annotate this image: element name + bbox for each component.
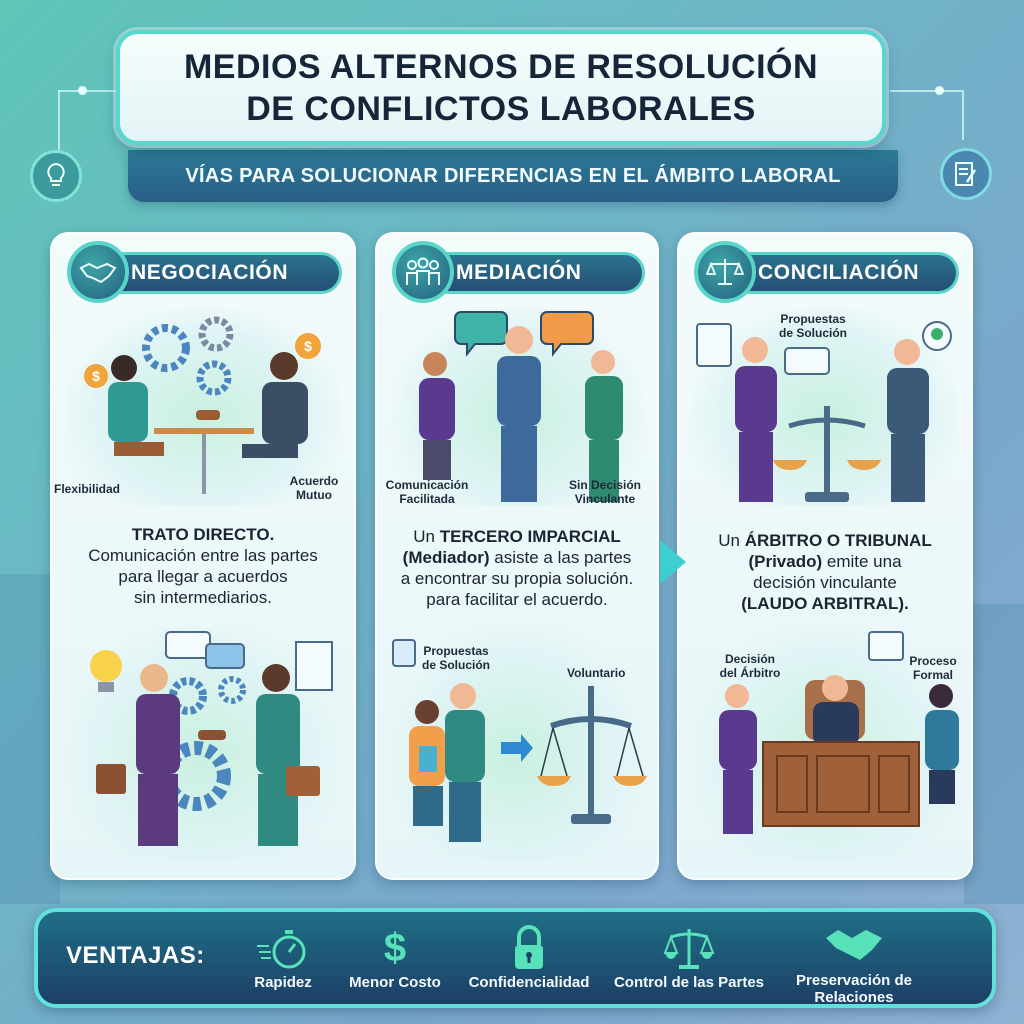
desc-bold: (Mediador) (402, 548, 490, 567)
label-acuerdo-mutuo: Acuerdo Mutuo (289, 474, 339, 502)
negotiation-illustration: $ $ (66, 306, 340, 506)
label-flexibilidad: Flexibilidad (54, 482, 121, 496)
section-header-negociacion: NEGOCIACIÓN (67, 241, 342, 303)
scales-icon (694, 241, 756, 303)
desc-bold: ÁRBITRO O TRIBUNAL (744, 531, 932, 550)
desc-bold: (Privado) (748, 552, 823, 571)
desc-text: emite una (822, 552, 902, 571)
document-edit-icon (940, 148, 992, 200)
svg-text:$: $ (304, 338, 312, 354)
desc-line: para llegar a acuerdos (118, 567, 288, 586)
arbitration-illustration (693, 626, 959, 862)
advantage-label: Preservación de Relaciones (796, 972, 912, 1006)
scales-icon (604, 922, 774, 974)
handshake-icon (67, 241, 129, 303)
group-people-icon (392, 241, 454, 303)
section-header-mediacion: MEDIACIÓN (392, 241, 645, 303)
connector-line (58, 90, 118, 92)
desc-text: Un (413, 527, 440, 546)
advantage-confidencialidad: Confidencialidad (454, 922, 604, 991)
subtitle-banner: VÍAS PARA SOLUCIONAR DIFERENCIAS EN EL Á… (128, 150, 898, 202)
lock-icon (454, 922, 604, 974)
section-description: TRATO DIRECTO. Comunicación entre las pa… (62, 524, 344, 608)
connector-dot (78, 86, 87, 95)
svg-text:$: $ (92, 368, 100, 384)
label-proceso-formal: Proceso Formal (909, 654, 957, 682)
connector-line (58, 90, 60, 150)
desc-line: a encontrar su propia solución. (400, 569, 634, 588)
desc-line: Comunicación entre las partes (88, 546, 318, 565)
page-title-line2: DE CONFLICTOS LABORALES (246, 89, 756, 128)
city-skyline-right (964, 604, 1024, 904)
advantage-label: Rapidez (254, 974, 312, 991)
advantage-menor-costo: $ Menor Costo (320, 922, 470, 992)
connector-line (962, 90, 964, 140)
page-subtitle: VÍAS PARA SOLUCIONAR DIFERENCIAS EN EL Á… (185, 164, 841, 187)
connector-line (890, 90, 962, 92)
section-description: Un TERCERO IMPARCIAL (Mediador) asiste a… (387, 526, 647, 610)
desc-line: para facilitar el acuerdo. (426, 590, 608, 609)
advantage-control-de-las-partes: Control de las Partes (604, 922, 774, 991)
section-conciliacion: CONCILIACIÓN Propuestas de Solución Un Á… (677, 232, 973, 880)
advantage-rapidez: Rapidez (208, 922, 358, 991)
page-title-line1: MEDIOS ALTERNOS DE RESOLUCIÓN (183, 47, 819, 86)
dollar-icon: $ (383, 925, 407, 970)
section-title: MEDIACIÓN (456, 261, 582, 284)
section-title: CONCILIACIÓN (758, 261, 920, 284)
chevron-right-icon (660, 540, 686, 584)
label-propuestas-de-solucion: Propuestas de Solución (421, 644, 490, 672)
desc-bold: TRATO DIRECTO. (131, 525, 275, 544)
desc-text: asiste a las partes (489, 548, 632, 567)
mediation-illustration (391, 306, 643, 506)
desc-bold: (LAUDO ARBITRAL). (741, 594, 909, 613)
advantage-label: Menor Costo (349, 974, 441, 991)
desc-bold: TERCERO IMPARCIAL (439, 527, 621, 546)
advantage-label: Confidencialidad (468, 974, 590, 991)
section-description: Un ÁRBITRO O TRIBUNAL (Privado) emite un… (689, 530, 961, 614)
label-decision-del-arbitro: Decisión del Árbitro (719, 652, 781, 680)
label-propuestas-de-solucion: Propuestas de Solución (778, 312, 847, 340)
advantages-title: VENTAJAS: (66, 942, 205, 969)
section-negociacion: NEGOCIACIÓN $ $ Flexibilidad Acuerdo Mut… (50, 232, 356, 880)
advantage-label: Control de las Partes (613, 974, 765, 991)
proposal-scale-illustration (391, 626, 647, 862)
lightbulb-icon (30, 150, 82, 202)
advantages-bar: VENTAJAS: Rapidez $ Menor Costo Confiden… (34, 908, 996, 1008)
title-banner: MEDIOS ALTERNOS DE RESOLUCIÓN DE CONFLIC… (116, 30, 886, 145)
section-header-conciliacion: CONCILIACIÓN (694, 241, 959, 303)
desc-line: sin intermediarios. (134, 588, 272, 607)
handshake-illustration (66, 626, 340, 862)
section-title: NEGOCIACIÓN (131, 261, 289, 284)
conciliation-illustration (693, 306, 957, 506)
label-sin-decision-vinculante: Sin Decisión Vinculante (568, 478, 642, 506)
stopwatch-icon (208, 922, 358, 974)
connector-dot (935, 86, 944, 95)
handshake-icon (774, 922, 934, 966)
advantage-preservacion-de-relaciones: Preservación de Relaciones (774, 922, 934, 1006)
section-mediacion: MEDIACIÓN Comunicación Facilitada Sin De… (375, 232, 659, 880)
desc-text: Un (718, 531, 745, 550)
label-comunicacion-facilitada: Comunicación Facilitada (385, 478, 469, 506)
label-voluntario: Voluntario (567, 666, 626, 680)
desc-line: decisión vinculante (753, 573, 897, 592)
